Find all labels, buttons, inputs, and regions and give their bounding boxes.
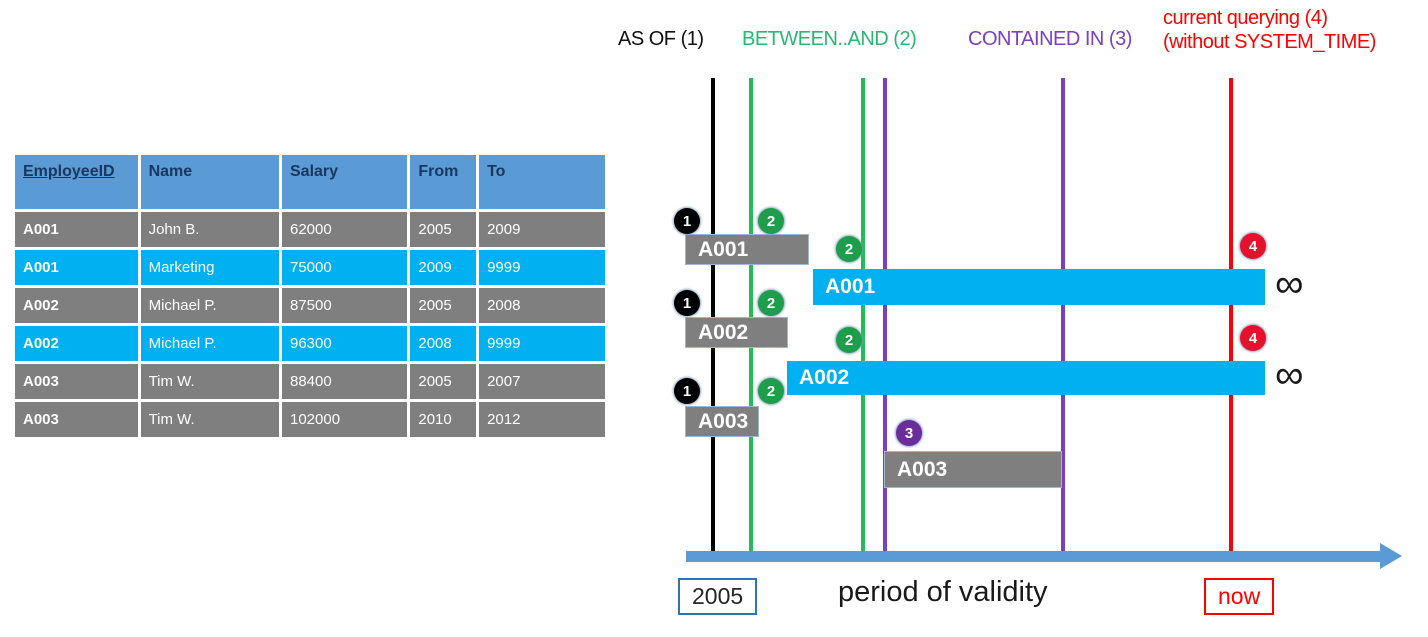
cell-from: 2005 — [410, 212, 477, 247]
legend-contained-in: CONTAINED IN (3) — [968, 28, 1132, 50]
cell-to: 2012 — [479, 402, 605, 437]
badge-2-a001-old: 2 — [758, 208, 784, 234]
badge-3-a003-second: 3 — [896, 420, 922, 446]
badge-4-a001-current: 4 — [1240, 233, 1266, 259]
cell-to: 9999 — [479, 326, 605, 361]
cell-name: Tim W. — [140, 364, 279, 399]
cell-from: 2005 — [410, 288, 477, 323]
vline-between-end — [861, 78, 865, 562]
timeline-bar-a003-old: A003 — [685, 406, 759, 437]
table-header: EmployeeID Name Salary From To — [15, 155, 605, 209]
timeline-bar-a003-second: A003 — [884, 451, 1062, 488]
cell-from: 2009 — [410, 250, 477, 285]
axis-start-label: 2005 — [678, 578, 758, 615]
timeline-bar-a001-old: A001 — [685, 234, 809, 265]
cell-name: Marketing — [140, 250, 279, 285]
table-row: A001 Marketing 75000 2009 9999 — [15, 250, 605, 285]
vline-contained-end — [1061, 78, 1065, 562]
cell-from: 2010 — [410, 402, 477, 437]
badge-2-a002-old: 2 — [758, 290, 784, 316]
table-body: A001 John B. 62000 2005 2009 A001 Market… — [15, 212, 605, 437]
cell-from: 2008 — [410, 326, 477, 361]
cell-salary: 87500 — [282, 288, 408, 323]
cell-to: 2007 — [479, 364, 605, 399]
table-row: A003 Tim W. 102000 2010 2012 — [15, 402, 605, 437]
table-row: A001 John B. 62000 2005 2009 — [15, 212, 605, 247]
column-header-name: Name — [140, 155, 279, 209]
vline-now — [1229, 78, 1233, 562]
badge-1-a003: 1 — [674, 378, 700, 404]
infinity-icon-a002: ∞ — [1275, 353, 1304, 397]
table-row: A002 Michael P. 96300 2008 9999 — [15, 326, 605, 361]
cell-name: John B. — [140, 212, 279, 247]
axis-title: period of validity — [838, 576, 1048, 608]
column-header-employeeid: EmployeeID — [15, 155, 138, 209]
cell-employeeid: A003 — [15, 402, 138, 437]
cell-employeeid: A003 — [15, 364, 138, 399]
table-header-row: EmployeeID Name Salary From To — [15, 155, 605, 209]
cell-salary: 62000 — [282, 212, 408, 247]
timeline-axis-arrow-icon — [1380, 543, 1402, 569]
cell-employeeid: A001 — [15, 250, 138, 285]
axis-now-label: now — [1204, 578, 1275, 615]
timeline-bar-a002-old: A002 — [685, 317, 788, 348]
column-header-to: To — [479, 155, 605, 209]
cell-name: Tim W. — [140, 402, 279, 437]
timeline-bar-a002-current: A002 — [787, 361, 1265, 395]
timeline-bar-a001-current: A001 — [813, 269, 1265, 305]
legend-current-querying: current querying (4) (without SYSTEM_TIM… — [1163, 6, 1376, 54]
cell-employeeid: A002 — [15, 326, 138, 361]
table-row: A003 Tim W. 88400 2005 2007 — [15, 364, 605, 399]
badge-1-a001: 1 — [674, 208, 700, 234]
cell-name: Michael P. — [140, 326, 279, 361]
cell-to: 9999 — [479, 250, 605, 285]
legend-as-of: AS OF (1) — [618, 28, 704, 50]
cell-to: 2009 — [479, 212, 605, 247]
vline-contained-start — [883, 78, 887, 562]
table-row: A002 Michael P. 87500 2005 2008 — [15, 288, 605, 323]
badge-4-a002-current: 4 — [1240, 325, 1266, 351]
column-header-employeeid-label: EmployeeID — [23, 163, 115, 180]
cell-employeeid: A001 — [15, 212, 138, 247]
cell-to: 2008 — [479, 288, 605, 323]
legend-between-and: BETWEEN..AND (2) — [742, 28, 917, 50]
cell-salary: 102000 — [282, 402, 408, 437]
cell-salary: 75000 — [282, 250, 408, 285]
cell-employeeid: A002 — [15, 288, 138, 323]
column-header-salary: Salary — [282, 155, 408, 209]
infinity-icon-a001: ∞ — [1275, 262, 1304, 306]
column-header-from: From — [410, 155, 477, 209]
legend-current-querying-line2: (without SYSTEM_TIME) — [1163, 31, 1376, 53]
timeline-axis — [686, 551, 1386, 562]
employee-history-table: EmployeeID Name Salary From To A001 John… — [12, 152, 608, 440]
badge-2-a002-current: 2 — [836, 327, 862, 353]
badge-1-a002: 1 — [674, 290, 700, 316]
badge-2-a001-current: 2 — [836, 236, 862, 262]
badge-2-a003-old: 2 — [758, 378, 784, 404]
cell-name: Michael P. — [140, 288, 279, 323]
cell-from: 2005 — [410, 364, 477, 399]
legend-current-querying-line1: current querying (4) — [1163, 7, 1328, 29]
cell-salary: 96300 — [282, 326, 408, 361]
cell-salary: 88400 — [282, 364, 408, 399]
